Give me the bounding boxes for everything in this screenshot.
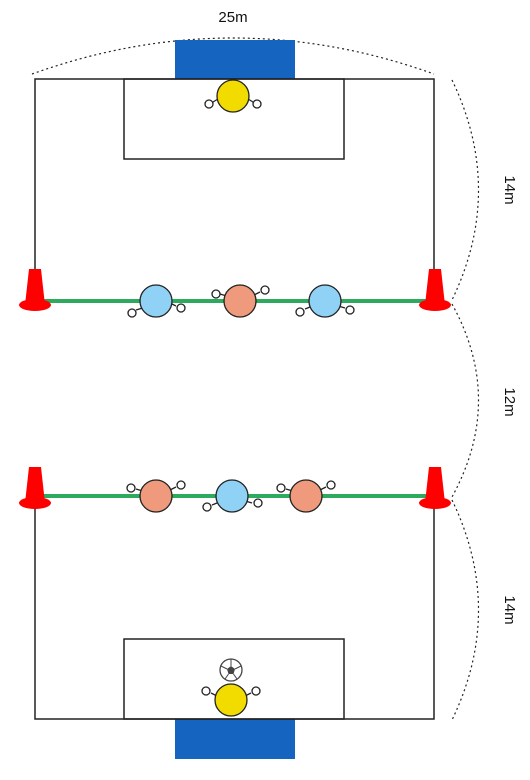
bottom-zone-label: 14m (501, 595, 518, 624)
bottom-goal-icon (175, 719, 295, 759)
cone-icon (419, 269, 451, 311)
width-label: 25m (218, 9, 247, 26)
player-icon (211, 284, 270, 318)
bottom-penalty-box (123, 638, 345, 720)
player-icon (276, 479, 336, 513)
cone-icon (19, 269, 51, 311)
bottom-goalkeeper-player-icon (201, 683, 261, 717)
cone-icon (19, 467, 51, 509)
bottom-zone-dimension-arc (451, 499, 480, 721)
top-penalty-box (123, 78, 345, 160)
top-zone-label: 14m (501, 175, 518, 204)
cone-icon (419, 467, 451, 509)
top-zone-dimension-arc (451, 79, 480, 301)
top-goal-icon (175, 40, 295, 79)
player-icon (202, 479, 263, 513)
player-icon (295, 284, 355, 318)
middle-zone-dimension-arc (451, 303, 479, 498)
middle-zone-label: 12m (501, 387, 518, 416)
top-goalkeeper-player-icon (204, 79, 262, 113)
ball-icon (219, 658, 243, 682)
player-icon (127, 284, 186, 318)
player-icon (126, 479, 186, 513)
width-dimension-arc (31, 37, 435, 75)
